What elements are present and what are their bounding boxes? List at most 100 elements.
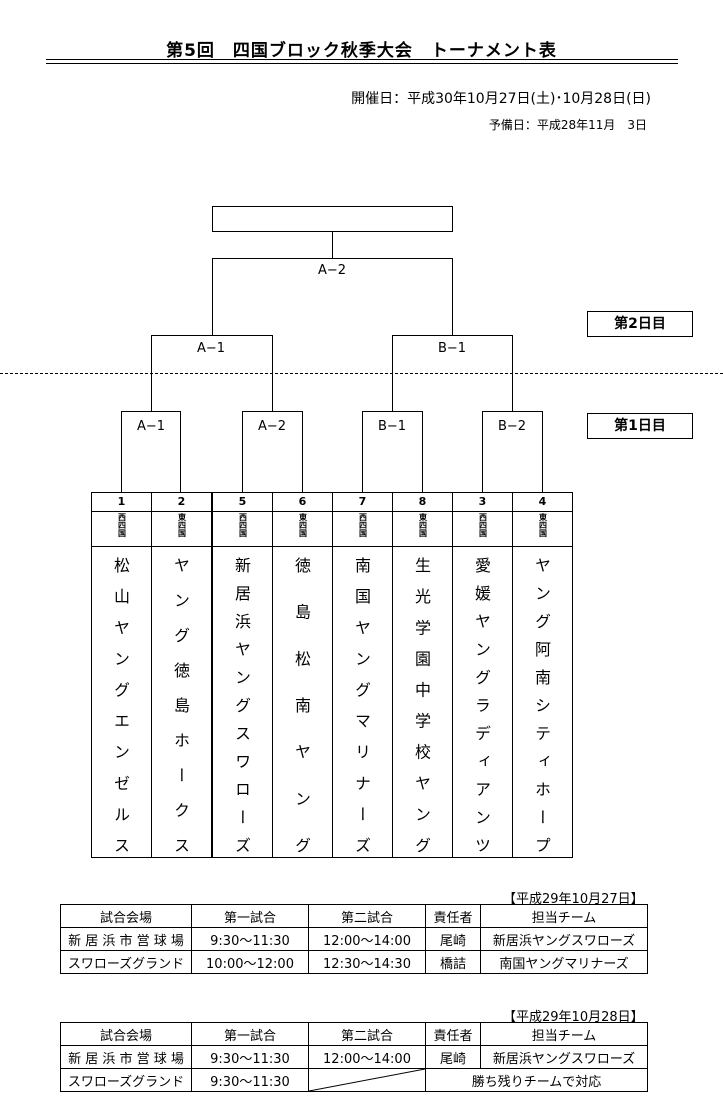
region-label: 東四国 bbox=[513, 511, 572, 547]
bracket-line bbox=[212, 258, 453, 259]
day-divider bbox=[0, 373, 723, 374]
header-venue: 試合会場 bbox=[60, 1022, 192, 1046]
bracket-line bbox=[302, 411, 303, 492]
diagonal-strike bbox=[309, 1069, 425, 1091]
cell-second: 12:00〜14:00 bbox=[308, 1045, 426, 1069]
page-title: 第5回 四国ブロック秋季大会 トーナメント表 bbox=[166, 41, 557, 61]
cell-first: 9:30〜11:30 bbox=[191, 1068, 309, 1092]
cell-team: 新居浜ヤングスワローズ bbox=[480, 927, 648, 951]
bracket-line bbox=[332, 232, 333, 259]
spare-date: 予備日：平成28年11月 3日 bbox=[488, 118, 647, 132]
cell-second: 12:30〜14:30 bbox=[308, 950, 426, 974]
cell-second: 12:00〜14:00 bbox=[308, 927, 426, 951]
schedule2-caption: 【平成29年10月28日】 bbox=[503, 1010, 644, 1025]
match-label-r1-2: A−2 bbox=[257, 419, 287, 434]
region-label: 西四国 bbox=[213, 511, 272, 547]
cell-manager: 尾崎 bbox=[425, 1045, 481, 1069]
region-label: 西四国 bbox=[333, 511, 392, 547]
table-header-row: 試合会場 第一試合 第二試合 責任者 担当チーム bbox=[60, 1022, 648, 1046]
region-label: 西四国 bbox=[453, 511, 512, 547]
cell-first: 9:30〜11:30 bbox=[191, 927, 309, 951]
cell-second-diagonal bbox=[308, 1068, 426, 1092]
header-second-game: 第二試合 bbox=[308, 1022, 426, 1046]
team-name: 松山ヤングエンゼルス bbox=[111, 557, 130, 853]
bracket-line bbox=[242, 411, 303, 412]
header-first-game: 第一試合 bbox=[191, 1022, 309, 1046]
table-row: スワローズグランド 9:30〜11:30 勝ち残りチームで対応 bbox=[60, 1068, 648, 1092]
match-label-r1-4: B−2 bbox=[497, 419, 527, 434]
team-name: 徳島松南ヤング bbox=[292, 557, 311, 853]
cell-first: 9:30〜11:30 bbox=[191, 1045, 309, 1069]
team-name: 生光学園中学校ヤング bbox=[412, 557, 431, 853]
cell-venue: 新 居 浜 市 営 球 場 bbox=[60, 1045, 192, 1069]
bracket-line bbox=[482, 411, 543, 412]
seed-number: 6 bbox=[273, 493, 332, 512]
match-label-final: A−2 bbox=[317, 263, 347, 278]
header-venue: 試合会場 bbox=[60, 904, 192, 928]
seed-number: 2 bbox=[152, 493, 211, 512]
bracket-line bbox=[362, 411, 363, 492]
cell-venue: スワローズグランド bbox=[60, 1068, 192, 1092]
region-label: 東四国 bbox=[152, 511, 211, 547]
bracket-line bbox=[392, 335, 513, 336]
match-label-semi-left: A−1 bbox=[196, 341, 226, 356]
team-name: 南国ヤングマリナーズ bbox=[352, 557, 371, 853]
seed-number: 1 bbox=[92, 493, 151, 512]
team-name: 愛媛ヤングラディアンツ bbox=[472, 557, 491, 853]
cell-manager: 尾崎 bbox=[425, 927, 481, 951]
team-name: ヤング阿南シティホープ bbox=[532, 557, 551, 853]
table-header-row: 試合会場 第一試合 第二試合 責任者 担当チーム bbox=[60, 904, 648, 928]
bracket-line bbox=[151, 335, 273, 336]
header-manager: 責任者 bbox=[425, 904, 481, 928]
bracket-line bbox=[482, 411, 483, 492]
cell-first: 10:00〜12:00 bbox=[191, 950, 309, 974]
day1-label: 第1日目 bbox=[587, 413, 693, 439]
seed-number: 5 bbox=[213, 493, 272, 512]
bracket-line bbox=[542, 411, 543, 492]
cell-venue: 新 居 浜 市 営 球 場 bbox=[60, 927, 192, 951]
bracket-line bbox=[422, 411, 423, 492]
bracket-line bbox=[212, 258, 213, 336]
seed-number: 8 bbox=[393, 493, 452, 512]
bracket-line bbox=[180, 411, 181, 492]
region-label: 西四国 bbox=[92, 511, 151, 547]
title-underline-2 bbox=[46, 63, 678, 64]
region-label: 東四国 bbox=[393, 511, 452, 547]
winner-box bbox=[212, 206, 453, 232]
cell-manager: 橋詰 bbox=[425, 950, 481, 974]
schedule2-table: 試合会場 第一試合 第二試合 責任者 担当チーム 新 居 浜 市 営 球 場 9… bbox=[60, 1022, 648, 1092]
cell-note: 勝ち残りチームで対応 bbox=[425, 1068, 648, 1092]
match-label-r1-1: A−1 bbox=[136, 419, 166, 434]
cell-team: 南国ヤングマリナーズ bbox=[480, 950, 648, 974]
seed-number: 7 bbox=[333, 493, 392, 512]
header-team: 担当チーム bbox=[480, 1022, 648, 1046]
team-name: ヤング徳島ホークス bbox=[171, 557, 190, 853]
header-team: 担当チーム bbox=[480, 904, 648, 928]
bracket-line bbox=[362, 411, 423, 412]
header-manager: 責任者 bbox=[425, 1022, 481, 1046]
event-dates: 開催日：平成30年10月27日(土)･10月28日(日) bbox=[351, 91, 651, 107]
cell-team: 新居浜ヤングスワローズ bbox=[480, 1045, 648, 1069]
match-label-r1-3: B−1 bbox=[377, 419, 407, 434]
match-label-semi-right: B−1 bbox=[437, 341, 467, 356]
bracket-line bbox=[452, 258, 453, 336]
seed-number: 3 bbox=[453, 493, 512, 512]
header-first-game: 第一試合 bbox=[191, 904, 309, 928]
header-second-game: 第二試合 bbox=[308, 904, 426, 928]
bracket-line bbox=[121, 411, 122, 492]
bracket-line bbox=[242, 411, 243, 492]
cell-venue: スワローズグランド bbox=[60, 950, 192, 974]
table-row: スワローズグランド 10:00〜12:00 12:30〜14:30 橋詰 南国ヤ… bbox=[60, 950, 648, 974]
seed-number: 4 bbox=[513, 493, 572, 512]
team-name: 新居浜ヤングスワローズ bbox=[232, 557, 251, 853]
table-row: 新 居 浜 市 営 球 場 9:30〜11:30 12:00〜14:00 尾崎 … bbox=[60, 927, 648, 951]
schedule1-table: 試合会場 第一試合 第二試合 責任者 担当チーム 新 居 浜 市 営 球 場 9… bbox=[60, 904, 648, 974]
table-row: 新 居 浜 市 営 球 場 9:30〜11:30 12:00〜14:00 尾崎 … bbox=[60, 1045, 648, 1069]
bracket-line bbox=[121, 411, 181, 412]
